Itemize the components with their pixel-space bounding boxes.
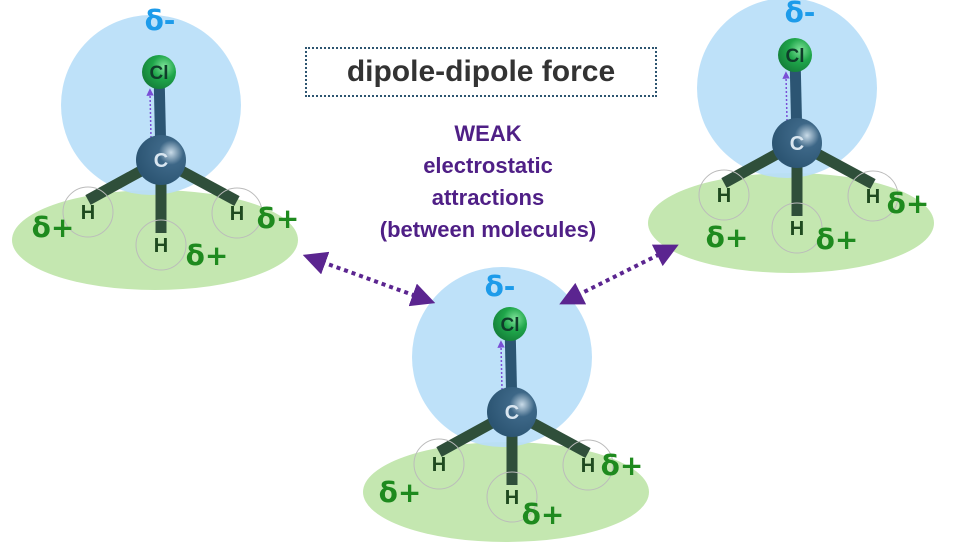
delta-positive-label: δ+ xyxy=(379,476,422,509)
positive-region xyxy=(12,190,298,290)
delta-positive-label: δ+ xyxy=(522,498,565,531)
hydrogen-atom: H xyxy=(135,219,187,271)
attraction-arrow-right xyxy=(559,244,679,305)
chlorine-label: Cl xyxy=(150,63,169,84)
hydrogen-label: H xyxy=(581,455,595,477)
hydrogen-label: H xyxy=(717,185,731,207)
hydrogen-label: H xyxy=(866,186,880,208)
hydrogen-atom: H xyxy=(562,439,614,491)
chlorine-sphere xyxy=(142,55,176,89)
hydrogen-outline xyxy=(62,186,114,238)
hydrogen-label: H xyxy=(432,454,446,476)
delta-text: δ+ xyxy=(816,223,859,256)
delta-text: δ+ xyxy=(601,449,644,482)
delta-positive-label: δ+ xyxy=(601,449,644,482)
carbon-sphere xyxy=(136,135,186,185)
delta-positive-label: δ+ xyxy=(706,221,749,254)
carbon-label: C xyxy=(505,402,519,424)
hydrogen-outline xyxy=(771,202,823,254)
carbon-label: C xyxy=(154,150,168,172)
hydrogen-outline xyxy=(847,170,899,222)
hydrogen-outline xyxy=(562,439,614,491)
hydrogen-atom: H xyxy=(211,187,263,239)
delta-positive-label: δ+ xyxy=(32,211,75,244)
delta-text: δ+ xyxy=(706,221,749,254)
hydrogen-outline xyxy=(486,471,538,523)
delta-text: δ+ xyxy=(887,187,930,220)
delta-text: δ- xyxy=(785,0,816,29)
delta-text: δ+ xyxy=(32,211,75,244)
chlorine-label: Cl xyxy=(501,315,520,336)
delta-text: δ+ xyxy=(379,476,422,509)
description: WEAK electrostatic attractions (between … xyxy=(330,118,646,246)
delta-negative-label: δ- xyxy=(145,4,176,37)
chlorine-atom: Cl xyxy=(778,38,812,72)
delta-text: δ+ xyxy=(522,498,565,531)
hydrogen-outline xyxy=(135,219,187,271)
chlorine-atom: Cl xyxy=(142,55,176,89)
hydrogen-atom: H xyxy=(62,186,114,238)
hydrogen-outline xyxy=(413,438,465,490)
chlorine-sphere xyxy=(778,38,812,72)
carbon-sphere xyxy=(487,387,537,437)
chlorine-sphere xyxy=(493,307,527,341)
delta-positive-label: δ+ xyxy=(186,239,229,272)
title-text: dipole-dipole force xyxy=(346,55,616,88)
carbon-atom: C xyxy=(772,118,822,168)
delta-text: δ+ xyxy=(257,202,300,235)
delta-positive-label: δ+ xyxy=(887,187,930,220)
hydrogen-atom: H xyxy=(771,202,823,254)
attraction-arrow-left xyxy=(302,251,436,307)
positive-region xyxy=(648,173,934,273)
carbon-atom: C xyxy=(136,135,186,185)
carbon-label: C xyxy=(790,133,804,155)
hydrogen-label: H xyxy=(790,218,804,240)
carbon-atom: C xyxy=(487,387,537,437)
positive-region xyxy=(363,442,649,542)
hydrogen-outline xyxy=(698,169,750,221)
delta-positive-label: δ+ xyxy=(816,223,859,256)
hydrogen-label: H xyxy=(154,235,168,257)
delta-text: δ- xyxy=(145,4,176,37)
description-line-between: (between molecules) xyxy=(379,217,597,242)
delta-negative-label: δ- xyxy=(785,0,816,29)
chlorine-atom: Cl xyxy=(493,307,527,341)
chlorine-label: Cl xyxy=(786,46,805,67)
delta-positive-label: δ+ xyxy=(257,202,300,235)
hydrogen-label: H xyxy=(81,202,95,224)
delta-text: δ- xyxy=(485,270,516,303)
title-box: dipole-dipole force xyxy=(305,47,657,97)
description-line-attractions: attractions xyxy=(431,185,545,210)
description-line-weak: WEAK xyxy=(454,121,522,146)
hydrogen-atom: H xyxy=(847,170,899,222)
description-line-electrostatic: electrostatic xyxy=(423,153,553,178)
hydrogen-atom: H xyxy=(698,169,750,221)
delta-text: δ+ xyxy=(186,239,229,272)
carbon-sphere xyxy=(772,118,822,168)
hydrogen-label: H xyxy=(230,203,244,225)
hydrogen-label: H xyxy=(505,487,519,509)
hydrogen-outline xyxy=(211,187,263,239)
hydrogen-atom: H xyxy=(486,471,538,523)
hydrogen-atom: H xyxy=(413,438,465,490)
delta-negative-label: δ- xyxy=(485,270,516,303)
